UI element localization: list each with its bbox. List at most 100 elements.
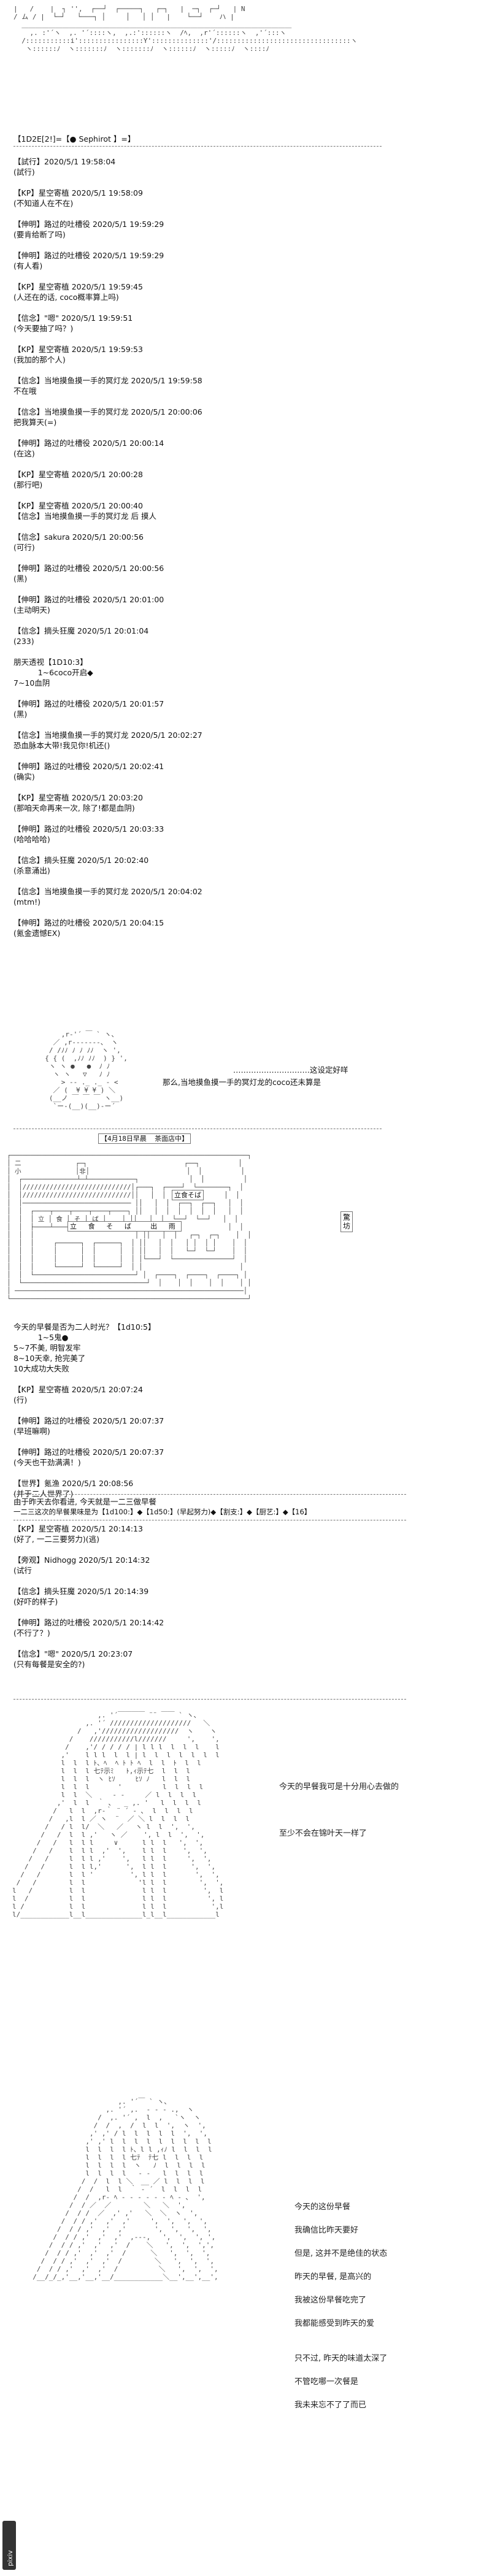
post-header: 【伸明】路过的吐槽役 2020/5/1 20:02:41: [13, 762, 164, 771]
post-header: 【伸明】路过的吐槽役 2020/5/1 20:07:37: [13, 1447, 164, 1457]
chat-post: 【世界】氪渔 2020/5/1 20:08:56(并于二人世界了): [13, 1478, 467, 1499]
post-header: 【伸明】路过的吐槽役 2020/5/1 20:04:15: [13, 918, 164, 927]
aa-line: /:::::::::::i'::::::::::::::::Y'::::::::…: [13, 37, 358, 45]
character-ascii-art: ,r‐'´ ￣ ` ヽ、 ／ ,r‐‐‐‐‐‐‐、 ヽ / /ﾉﾉ ﾉ ﾉ ﾉﾉ…: [37, 1030, 128, 1110]
vertical-sign: 驚坊: [340, 1211, 353, 1232]
post-body: 1~6coco开启◆: [13, 668, 93, 677]
post-body: (要肯给断了吗): [13, 230, 66, 239]
chat-post: 【伸明】路过的吐槽役 2020/5/1 20:01:00(主动明天): [13, 594, 467, 615]
post-header: 【信念】摘头狂魔 2020/5/1 20:01:04: [13, 626, 149, 635]
post-header: 【伸明】路过的吐槽役 2020/5/1 20:01:57: [13, 699, 164, 708]
post-body: (那行吧): [13, 480, 43, 489]
aa-line: ＿＿＿＿＿＿＿＿＿＿＿＿＿＿＿＿＿＿＿＿＿＿＿＿＿＿＿＿＿＿＿＿＿＿＿＿＿＿＿＿: [13, 21, 292, 29]
post-body: (早班嘛啊): [13, 1427, 50, 1436]
post-header: 【KP】星空寄植 2020/5/1 19:59:53: [13, 345, 143, 354]
scene1-caption-2: 那么,当地摸鱼摸一手的冥灯龙的coco还未算是: [163, 1078, 321, 1087]
header-ascii-art: | / | ┐ '', ┌──┘ ┌─────┐ ┌─┐ | ─┐ ┌─┘ | …: [13, 5, 382, 58]
post-body: (杀意涌出): [13, 866, 50, 875]
chat-log: 【試行】2020/5/1 19:58:04(試行) 【KP】星空寄植 2020/5…: [13, 156, 467, 949]
chat-post: 【KP】星空寄植 2020/5/1 19:59:45(人还在的话, coco概率…: [13, 282, 467, 302]
post-body: (可行): [13, 543, 35, 552]
chat-post: 【KP】星空寄植 2020/5/1 20:00:28(那行吧): [13, 469, 467, 490]
post-header: 【伸明】路过的吐槽役 2020/5/1 20:14:42: [13, 1618, 164, 1627]
post-body: (今天要抽了吗？): [13, 324, 74, 333]
post-body: (試行): [13, 167, 35, 177]
post-header: 【信念】"嗯" 2020/5/1 19:59:51: [13, 313, 133, 323]
post-body: 8~10天幸, 抢完美了: [13, 1354, 86, 1363]
chat-post: 【伸明】路过的吐槽役 2020/5/1 20:00:56(黑): [13, 563, 467, 584]
post-header: 【信念】当地摸鱼摸一手的冥灯龙 2020/5/1 20:04:02: [13, 887, 202, 896]
post-body: (哈哈哈哈): [13, 835, 50, 844]
chat-post: 【伸明】路过的吐槽役 2020/5/1 20:07:37 (早班嘛啊): [13, 1416, 467, 1436]
post-body: (有人看): [13, 261, 43, 270]
post-header: 【KP】星空寄植 2020/5/1 20:00:28: [13, 470, 143, 479]
chat-post: 【信念】摘头狂魔 2020/5/1 20:01:04 (233): [13, 626, 467, 646]
post-header: 【旁观】Nidhogg 2020/5/1 20:14:32: [13, 1555, 150, 1565]
divider: [13, 1494, 406, 1495]
post-header: 【試行】2020/5/1 19:58:04: [13, 157, 116, 166]
post-header: 【伸明】路过的吐槽役 2020/5/1 20:00:56: [13, 564, 164, 573]
post-body: (好了, 一二三要努力)(逃): [13, 1535, 99, 1544]
post-body: (不知道人在不在): [13, 199, 74, 208]
post-body: 恐血脉本大带!我见你!机还(): [13, 741, 110, 750]
stand-sign: 立食そば: [172, 1190, 204, 1200]
post-header: 【信念】当地摸鱼摸一手的冥灯龙 2020/5/1 20:02:27: [13, 730, 202, 740]
post-header: 【世界】氪渔 2020/5/1 20:08:56: [13, 1479, 134, 1488]
post-body: (人还在的话, coco概率算上吗): [13, 293, 119, 302]
chat-post: 【伸明】路过的吐槽役 2020/5/1 20:00:14(在这): [13, 438, 467, 459]
aa-line: ヽ::::::ﾉ ヽ:::::::ﾉ ヽ:::::::ﾉ ヽ::::::ﾉ ヽ:…: [13, 45, 269, 53]
post-header: 【信念】"嗯" 2020/5/1 20:23:07: [13, 1649, 133, 1658]
post-body: (好吓的样子): [13, 1597, 58, 1606]
character-ascii-art-2: ,. '´￣￣￣￣ ¨¨ ￣￣ ` ヽ、 ,. '´ /////////////…: [12, 1711, 224, 1919]
chat-post: 【信念】摘头狂魔 2020/5/1 20:14:39(好吓的样子): [13, 1586, 467, 1607]
post-header: 【信念】摘头狂魔 2020/5/1 20:14:39: [13, 1587, 149, 1596]
speech-bubble-2: 今天的这份早餐 我确信比昨天要好 但是, 这并不是绝佳的状态 昨天的早餐, 是高…: [294, 2202, 388, 2410]
post-header: 【伸明】路过的吐槽役 2020/5/1 19:59:29: [13, 220, 164, 229]
chat-log-3: 【KP】星空寄植 2020/5/1 20:14:13 (好了, 一二三要努力)(逃…: [13, 1524, 467, 1680]
post-body: 不在哦: [13, 386, 37, 396]
chat-post: 【KP】星空寄植 2020/5/1 20:14:13 (好了, 一二三要努力)(逃…: [13, 1524, 467, 1544]
shop-ascii-art: ┌───────────────────────────────────────…: [3, 1152, 252, 1303]
post-header: 朋天透视【1D10:3】: [13, 657, 88, 667]
post-header: 【伸明】路过的吐槽役 2020/5/1 20:00:14: [13, 439, 164, 448]
post-body: (233): [13, 637, 34, 646]
post-body: 10大成功大失败: [13, 1364, 69, 1373]
watermark-stamp: pixiv: [2, 2521, 16, 2570]
scene-title: 【4月18日早晨 茶面店中】: [98, 1133, 191, 1144]
post-header: 【KP】星空寄植 2020/5/1 20:14:13: [13, 1524, 143, 1533]
chat-post: 【伸明】路过的吐槽役 2020/5/1 20:14:42(不行了？): [13, 1617, 467, 1638]
post-header: 【伸明】路过的吐槽役 2020/5/1 20:01:00: [13, 595, 164, 604]
post-header: 【信念】sakura 2020/5/1 20:00:56: [13, 532, 144, 542]
chat-post: 【伸明】路过的吐槽役 2020/5/1 20:01:57(黑): [13, 699, 467, 719]
post-body: (并于二人世界了): [13, 1489, 74, 1498]
chat-post: 【信念】"嗯" 2020/5/1 20:23:07(只有每餐是安全的?): [13, 1649, 467, 1669]
post-header: 【伸明】路过的吐槽役 2020/5/1 20:07:37: [13, 1416, 164, 1425]
aa-line: | / | ┐ '', ┌──┘ ┌─────┐ ┌─┐ | ─┐ ┌─┘ | …: [13, 5, 245, 13]
post-body: (mtm!): [13, 897, 41, 907]
post-body: (不行了？): [13, 1628, 50, 1638]
post-header: 【KP】星空寄植 2020/5/1 20:07:24: [13, 1385, 143, 1394]
aa-line: ,. :'´ヽ ,. '´::::ヽ, ,.:'::::::ヽ /ﾍ, ,r'´…: [13, 29, 286, 37]
post-header: 【伸明】路过的吐槽役 2020/5/1 19:59:29: [13, 251, 164, 260]
post-body: 7~10血阴: [13, 678, 50, 688]
shop-banner: 立 食 そ ば 出 雨: [67, 1221, 182, 1232]
character-ascii-art-3: ,. '´￣ ` ヽ、 ,. '´ ,. ‐ ‐ ‐ ., ヽ / ,. '´ …: [25, 2098, 218, 2281]
speech-bubble-1: 今天的早餐我可是十分用心去做的 至少不会在锦叶天一样了: [279, 1782, 399, 1838]
post-header: 【KP】星空寄植 2020/5/1 20:03:20: [13, 793, 143, 802]
chat-post: 【伸明】路过的吐槽役 2020/5/1 20:07:37(今天也干劲满满！): [13, 1447, 467, 1468]
chat-post: 【KP】星空寄植 2020/5/1 20:03:20(那咱天命再来一次, 除了!…: [13, 792, 467, 813]
chat-post: 【KP】星空寄植 2020/5/1 19:58:09(不知道人在不在): [13, 188, 467, 209]
chat-post: 【伸明】路过的吐槽役 2020/5/1 19:59:29(要肯给断了吗): [13, 219, 467, 240]
chat-post: 【伸明】路过的吐槽役 2020/5/1 20:02:41(确实): [13, 761, 467, 782]
scene1-caption-1: …………………………这设定好咩: [233, 1065, 348, 1075]
chat-post: 【信念】sakura 2020/5/1 20:00:56(可行): [13, 532, 467, 553]
chat-post: 【試行】2020/5/1 19:58:04(試行): [13, 156, 467, 177]
aa-line: / ム / | └─┘ └───┐ │ │ │ │ | └──┘ ハ |: [13, 13, 234, 21]
chat-post: 【伸明】路过的吐槽役 2020/5/1 20:03:33(哈哈哈哈): [13, 824, 467, 845]
post-body: 【信念】当地摸鱼摸一手的冥灯龙 后 摸人: [13, 512, 156, 521]
post-body: (行): [13, 1395, 28, 1405]
divider: [13, 1699, 406, 1700]
